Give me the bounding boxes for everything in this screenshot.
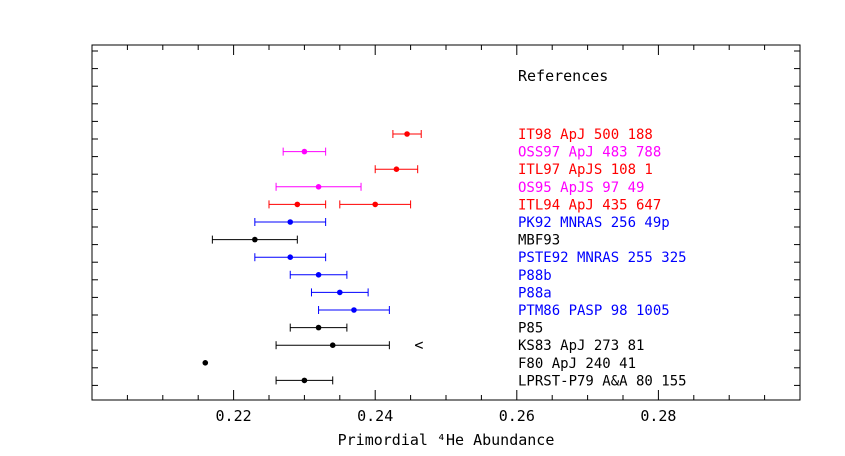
data-point (337, 289, 343, 296)
legend-entry: PK92 MNRAS 256 49p (518, 215, 670, 231)
data-point (393, 166, 400, 172)
x-tick-label: 0.26 (499, 407, 535, 425)
legend-entry: P88b (518, 268, 552, 284)
x-axis-label: Primordial ⁴He Abundance (338, 431, 555, 449)
limit-marker: < (414, 336, 423, 354)
x-tick-label: 0.22 (216, 407, 252, 425)
legend-entry: MBF93 (518, 233, 560, 249)
x-tick-label: 0.24 (357, 407, 393, 425)
legend-entry: KS83 ApJ 273 81 (518, 338, 644, 354)
plot-frame (91, 44, 801, 401)
data-point (315, 272, 322, 278)
legend-entry: ITL94 ApJ 435 647 (518, 197, 661, 213)
data-point (301, 148, 308, 155)
legend-entry: ITL97 ApJS 108 1 (518, 162, 653, 178)
legend-entry: IT98 ApJ 500 188 (518, 127, 653, 143)
x-tick-labels: 0.22 0.24 0.26 0.28 (216, 407, 677, 425)
data-point (287, 254, 294, 260)
legend-entry: P85 (518, 321, 543, 337)
axis-ticks (91, 45, 801, 400)
legend-entry: P88a (518, 285, 552, 301)
data-marks: < (202, 130, 423, 385)
x-tick-label: 0.28 (640, 407, 676, 425)
data-point (202, 360, 209, 366)
legend-entry: LPRST-P79 A&A 80 155 (518, 373, 687, 389)
data-point (252, 236, 258, 243)
data-point (287, 219, 294, 225)
data-point (404, 131, 410, 137)
legend-entry: OSS97 ApJ 483 788 (518, 145, 661, 161)
legend-title: References (518, 67, 608, 85)
data-point (329, 342, 336, 349)
data-point (294, 201, 301, 208)
legend-entry: F80 ApJ 240 41 (518, 356, 636, 372)
data-point (351, 307, 357, 313)
plot-border (91, 44, 801, 401)
legend-entry: OS95 ApJS 97 49 (518, 180, 644, 196)
legend-entry: PTM86 PASP 98 1005 (518, 303, 670, 319)
data-point (372, 201, 379, 208)
legend-entry: PSTE92 MNRAS 255 325 (518, 250, 687, 266)
data-point (315, 324, 322, 331)
data-point (315, 184, 322, 190)
data-point (301, 377, 308, 384)
